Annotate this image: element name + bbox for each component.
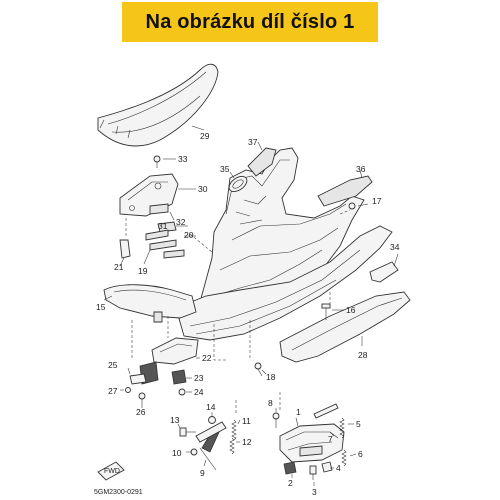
part-1-main-stand <box>279 423 345 463</box>
part-15-side-panel <box>103 284 197 323</box>
callout-8: 8 <box>268 398 273 408</box>
callout-24: 24 <box>194 387 204 397</box>
part-4-clip <box>321 461 333 473</box>
part-26-bolt <box>138 392 146 404</box>
part-34-reflector <box>369 261 399 283</box>
part-13-bolt <box>179 427 196 437</box>
callout-30: 30 <box>198 184 208 194</box>
banner-title: Na obrázku díl číslo 1 <box>145 10 355 33</box>
callout-9: 9 <box>200 468 205 478</box>
part-17-clip <box>348 202 356 210</box>
part-24-washer <box>178 388 186 396</box>
callout-15: 15 <box>96 302 106 312</box>
callout-22: 22 <box>202 353 212 363</box>
part-8-bolt <box>272 412 280 428</box>
fwd-direction-badge: FWD <box>97 461 125 481</box>
callout-33: 33 <box>178 154 188 164</box>
part-16-bolt <box>321 303 331 320</box>
part-20-pads <box>145 229 185 259</box>
callout-3: 3 <box>312 487 317 497</box>
callout-28: 28 <box>358 350 368 360</box>
part-35-grommet <box>228 175 248 193</box>
callout-4: 4 <box>336 463 341 473</box>
main-body-cover <box>199 147 365 321</box>
callout-31: 31 <box>158 221 168 231</box>
title-banner: Na obrázku díl číslo 1 <box>122 2 378 42</box>
callout-7: 7 <box>328 434 333 444</box>
callout-35: 35 <box>220 164 230 174</box>
callout-25: 25 <box>108 360 118 370</box>
callout-17: 17 <box>372 196 382 206</box>
part-28-side-cover <box>279 291 411 363</box>
part-9-side-stand <box>195 421 227 471</box>
part-21-clip <box>119 239 131 259</box>
assembly-guides <box>125 209 351 414</box>
callout-11: 11 <box>242 416 251 426</box>
part-11-spring <box>231 419 237 441</box>
part-37-lid <box>247 147 277 177</box>
callout-29: 29 <box>200 131 210 141</box>
callout-2: 2 <box>288 478 293 488</box>
fwd-label: FWD <box>104 468 120 475</box>
callout-21: 21 <box>114 262 124 272</box>
part-3-bolt <box>309 465 317 480</box>
callout-10: 10 <box>172 448 182 458</box>
callout-5: 5 <box>356 419 361 429</box>
callout-26: 26 <box>136 407 146 417</box>
callout-1: 1 <box>296 407 301 417</box>
callout-6: 6 <box>358 449 363 459</box>
callout-12: 12 <box>242 437 252 447</box>
callout-37: 37 <box>248 137 258 147</box>
part-36-cover <box>317 175 373 207</box>
part-7-pin <box>313 403 339 419</box>
part-22-plate <box>151 337 199 365</box>
callout-18: 18 <box>266 372 276 382</box>
part-6-spring <box>341 449 347 467</box>
callout-34: 34 <box>390 242 400 252</box>
part-31-pad <box>157 221 177 233</box>
diagram-code: 5GM2300-0291 <box>94 489 143 496</box>
callout-13: 13 <box>170 415 180 425</box>
part-5-spring <box>339 417 345 439</box>
part-23-block <box>171 369 187 385</box>
callout-32: 32 <box>176 217 186 227</box>
part-29-seat-cover <box>97 63 219 147</box>
part-30-bracket <box>119 173 179 217</box>
callout-numbers: 29 33 30 32 31 20 21 19 15 37 35 36 17 3… <box>96 131 400 497</box>
callout-27: 27 <box>108 386 118 396</box>
part-33-screw <box>153 155 161 168</box>
part-25-bracket <box>129 361 159 385</box>
leader-lines <box>103 125 399 486</box>
callout-14: 14 <box>206 402 216 412</box>
part-27-screw <box>125 387 131 393</box>
floor-panel <box>175 225 393 341</box>
callout-36: 36 <box>356 164 366 174</box>
part-14-nut <box>208 416 216 424</box>
part-18-screw <box>254 362 263 377</box>
callout-23: 23 <box>194 373 204 383</box>
part-2-rubber <box>283 461 297 475</box>
callout-20: 20 <box>184 230 194 240</box>
callout-19: 19 <box>138 266 148 276</box>
callout-16: 16 <box>346 305 356 315</box>
part-12-spring <box>229 437 235 455</box>
